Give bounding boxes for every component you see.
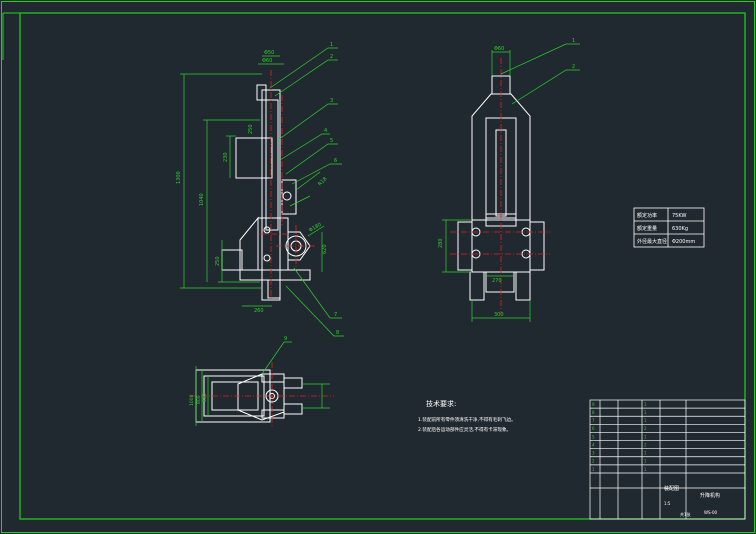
title-drawing-name: 装配图 xyxy=(664,485,679,492)
title-sheet: 共1张 xyxy=(680,511,691,517)
bom-cell: 8 xyxy=(592,410,595,415)
spec-value-2: 630Kg xyxy=(672,226,688,232)
bom-cell: 5 xyxy=(592,434,595,439)
dim-height-1: 1300 xyxy=(176,171,182,184)
technical-notes: 技术要求: 1.装配前所有零件须清洗干净,不得有毛刺飞边。 2.装配后各运动部件… xyxy=(418,399,516,433)
spec-label-1: 额定功率 xyxy=(637,212,657,219)
balloon-2: 2 xyxy=(330,54,333,60)
side-dim-top: Φ60 xyxy=(494,46,504,52)
bom-cell: 1 xyxy=(644,402,647,407)
dim-height-4: 250 xyxy=(215,256,221,266)
notes-line-1: 1.装配前所有零件须清洗干净,不得有毛刺飞边。 xyxy=(418,416,516,423)
bom-cell: 2 xyxy=(644,442,647,447)
plan-view-centerlines xyxy=(190,362,334,428)
spec-table: 额定功率 75KW 额定重量 630Kg 外径最大直径 Φ200mm xyxy=(633,207,705,248)
balloon-5: 5 xyxy=(330,138,333,144)
spec-value-1: 75KW xyxy=(672,213,686,219)
spec-label-2: 额定重量 xyxy=(637,225,657,232)
front-view-dim-text: Φ50 Φ60 1300 1040 230 250 250 260 620 Φ1… xyxy=(176,50,328,314)
bom-cell: 9 xyxy=(592,402,595,407)
bom-cell: 1 xyxy=(644,418,647,423)
bom-cell: 4 xyxy=(592,442,595,447)
plan-dim-1: 1000 xyxy=(189,394,195,406)
dim-top-2: Φ60 xyxy=(262,58,272,64)
dim-height-5: 250 xyxy=(248,124,254,134)
balloon-4: 4 xyxy=(324,128,327,134)
side-dim-mid: 270 xyxy=(492,278,502,284)
plan-dim-3: 550 xyxy=(202,393,208,402)
balloon-3: 3 xyxy=(330,98,333,104)
dim-height-2: 1040 xyxy=(199,193,205,206)
balloon-8: 8 xyxy=(336,330,339,336)
title-scale: 1:5 xyxy=(664,501,671,506)
plan-dim-2: 800 xyxy=(196,395,202,404)
plan-view-dimensions xyxy=(195,341,330,426)
plan-view-dim-text: 1000 800 550 xyxy=(189,393,208,406)
bom-cell: 1 xyxy=(644,467,647,472)
side-dim-height: 280 xyxy=(438,238,444,248)
bom-cell: 1 xyxy=(644,459,647,464)
dim-height-3: 230 xyxy=(223,152,229,162)
bom-cell: 6 xyxy=(592,426,595,431)
front-view-centerlines xyxy=(260,70,316,300)
dim-top-1: Φ50 xyxy=(264,50,274,56)
front-view-dimensions xyxy=(180,47,344,337)
notes-line-2: 2.装配后各运动部件应灵活,不得有卡滞现象。 xyxy=(418,426,511,433)
bom-cell: 2 xyxy=(592,459,595,464)
spec-value-3: Φ200mm xyxy=(672,239,695,245)
side-view-centerlines xyxy=(450,58,550,315)
balloon-7: 7 xyxy=(334,312,337,318)
dim-width-2: 620 xyxy=(322,244,328,254)
title-code: WS-00 xyxy=(704,510,717,515)
side-balloon-2: 2 xyxy=(572,64,575,70)
dim-radius: R18 xyxy=(317,176,328,187)
side-balloon-1: 1 xyxy=(572,38,575,44)
bom-cell: 7 xyxy=(592,418,595,423)
side-view-dimensions xyxy=(442,43,580,322)
bom-cell: 1 xyxy=(592,467,595,472)
dim-width-1: 260 xyxy=(254,308,264,314)
title-part-name: 升降机构 xyxy=(700,492,720,499)
balloon-9: 9 xyxy=(284,336,287,342)
dim-dia-hole: Φ180 xyxy=(308,222,323,234)
bom-cell: 1 xyxy=(644,434,647,439)
bom-cell: 2 xyxy=(644,426,647,431)
notes-title: 技术要求: xyxy=(426,399,456,408)
front-view xyxy=(221,84,311,301)
bom-cell: 1 xyxy=(644,410,647,415)
bom-cell: 1 xyxy=(644,451,647,456)
title-block: 9 1 8 1 7 1 6 2 5 1 4 2 3 1 2 1 1 1 装配图 升降机构 1:5 共1张 WS-0… xyxy=(589,399,746,520)
balloon-6: 6 xyxy=(334,158,337,164)
side-dim-bottom: 300 xyxy=(494,312,504,318)
spec-label-3: 外径最大直径 xyxy=(637,238,667,245)
balloon-labels: 1 2 3 4 5 6 7 8 9 1 2 xyxy=(284,38,575,342)
balloon-1: 1 xyxy=(330,42,333,48)
bom-cell: 3 xyxy=(592,451,595,456)
side-view-dim-text: Φ60 280 300 270 xyxy=(438,46,504,318)
